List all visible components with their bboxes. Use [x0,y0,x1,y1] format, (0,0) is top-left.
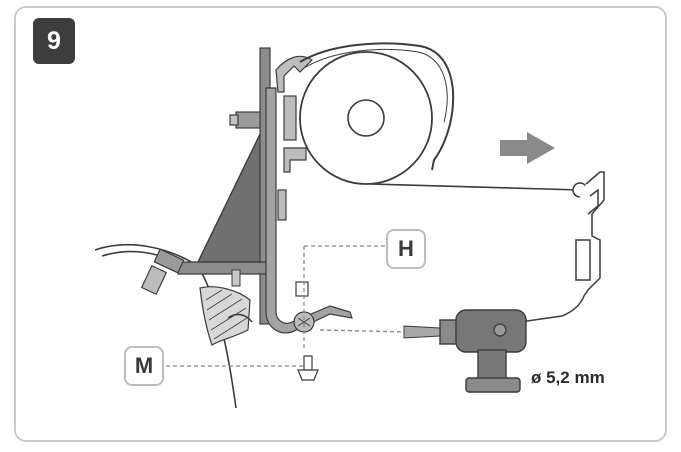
fabric-roll [299,51,433,185]
screw-m [297,355,319,381]
mounting-foot [177,261,271,275]
gutter-seal [199,286,253,346]
awning-fabric [369,183,581,191]
drill-bit [403,325,441,339]
screw-h [295,281,309,297]
step-number-badge: 9 [33,18,75,64]
top-bolt [229,111,261,129]
rail-channel [265,87,353,334]
lead-rail [519,171,605,323]
cassette-housing [299,42,455,171]
callout-label-h: H [386,229,426,269]
foot-post [231,269,241,287]
arrow-right-icon [500,132,555,164]
callout-label-m: M [124,346,164,386]
drill-bit-line [319,329,411,333]
drill-hole [293,311,315,333]
drill-icon [439,309,527,393]
drill-bit-size-label: ø 5,2 mm [531,368,605,387]
side-bolt [140,248,185,296]
leader-lines [166,245,386,367]
support-bracket [196,129,263,263]
